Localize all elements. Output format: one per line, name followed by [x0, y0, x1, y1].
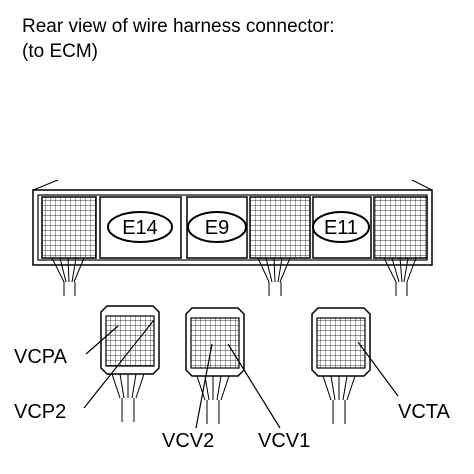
connector-e11-badge: E11 — [312, 211, 370, 243]
terminal-label-vcv2: VCV2 — [162, 430, 214, 452]
leader-vcv2 — [195, 343, 213, 429]
terminal-label-vcp2: VCP2 — [14, 401, 66, 423]
connector-e9-badge: E9 — [187, 211, 247, 243]
connector-e14-badge: E14 — [107, 211, 173, 243]
terminal-label-vcv1: VCV1 — [258, 430, 310, 452]
title-line-2: (to ECM) — [22, 41, 98, 62]
sensor-connector-1 — [100, 305, 160, 422]
harness-tail-right — [383, 257, 417, 296]
leader-lines — [83, 319, 399, 429]
sensor-connector-2 — [185, 307, 245, 424]
harness-tail-center — [257, 257, 291, 296]
leader-vcp2 — [83, 319, 155, 409]
leader-vcpa — [85, 325, 119, 355]
title-line-1: Rear view of wire harness connector: — [22, 16, 335, 37]
diagram-title: Rear view of wire harness connector: (to… — [22, 14, 335, 64]
terminal-grid-right — [373, 196, 428, 259]
terminal-label-vcpa: VCPA — [14, 346, 68, 368]
connector-e9-label: E9 — [205, 217, 229, 239]
terminal-grid-center — [249, 196, 311, 259]
connector-e14-label: E14 — [122, 217, 158, 239]
harness-tail-left — [51, 257, 85, 296]
leader-vcv1 — [227, 343, 281, 429]
terminal-grid-left — [41, 196, 97, 259]
sensor-connector-3 — [311, 307, 371, 424]
connector-e11-label: E11 — [324, 217, 358, 239]
ecm-connector: E14 E9 E11 — [32, 179, 433, 296]
leader-vcta — [357, 341, 399, 397]
terminal-label-vcta: VCTA — [398, 401, 451, 423]
